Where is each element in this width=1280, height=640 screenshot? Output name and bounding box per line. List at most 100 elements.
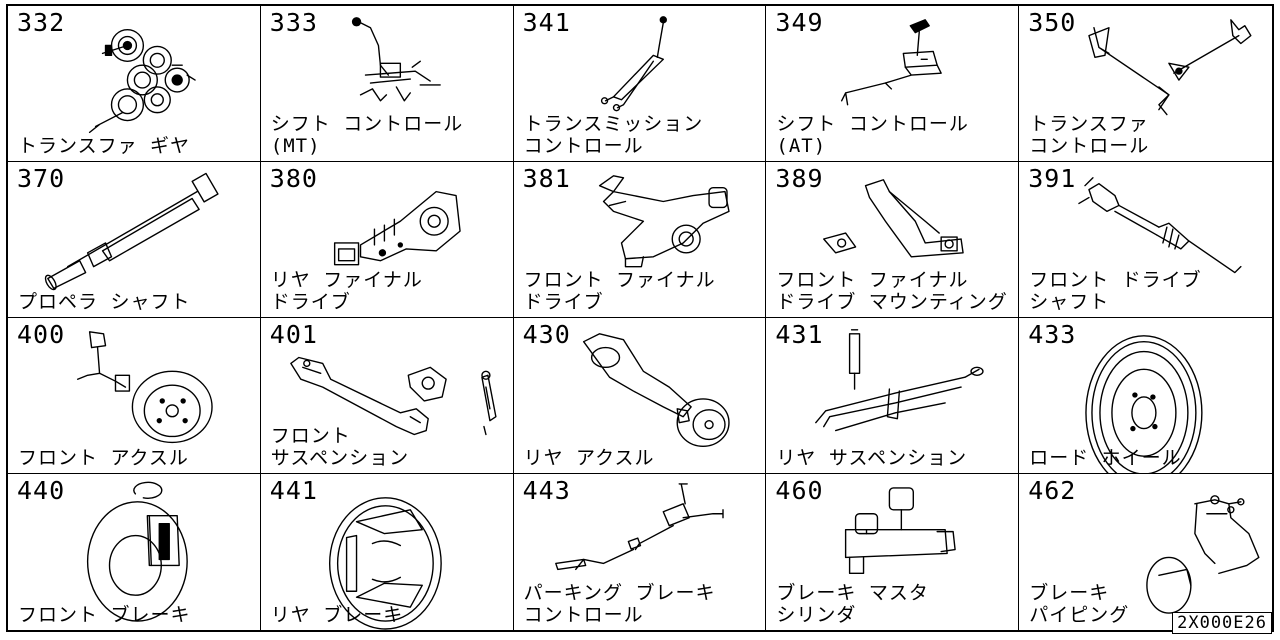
part-label-line: パイピング [1029, 604, 1130, 626]
part-label: フロント ファイナルドライブ [524, 269, 716, 313]
part-label-line: トランスミッション [523, 113, 704, 135]
part-cell-333[interactable]: 333 シフト コントロール(MT) [260, 6, 514, 162]
part-code: 391 [1028, 164, 1077, 193]
part-code: 430 [522, 320, 571, 349]
part-code: 433 [1028, 320, 1077, 349]
part-cell-389[interactable]: 389 フロント ファイナルドライブ マウンティング [766, 162, 1020, 318]
part-label: シフト コントロール(MT) [271, 113, 463, 157]
part-label: ロード ホイール [1029, 447, 1181, 469]
part-label-line: ブレーキ マスタ [776, 582, 929, 604]
part-label-line: ドライブ マウンティング [776, 291, 1008, 313]
part-code: 431 [775, 320, 824, 349]
part-code: 370 [17, 164, 66, 193]
part-code: 381 [522, 164, 571, 193]
part-label: プロペラ シャフト [18, 291, 190, 313]
part-cell-370[interactable]: 370 プロペラ シャフト [8, 162, 261, 318]
propeller-shaft-icon [44, 172, 219, 291]
part-label-line: シフト コントロール [270, 113, 464, 135]
part-code: 350 [1028, 8, 1077, 37]
part-label: フロント ドライブシャフト [1029, 269, 1201, 313]
part-cell-400[interactable]: 400 フロント アクスル [8, 318, 261, 474]
part-code: 401 [269, 320, 318, 349]
front-differential-icon [598, 175, 730, 268]
part-code: 443 [522, 476, 571, 505]
part-code: 389 [775, 164, 824, 193]
part-label: パーキング ブレーキコントロール [524, 582, 716, 626]
part-label: トランスファコントロール [1029, 113, 1149, 157]
part-label-line: ドライブ [270, 291, 351, 313]
part-label-line: シフト コントロール [776, 113, 969, 135]
part-label-line: リヤ サスペンション [776, 447, 968, 469]
part-label-line: プロペラ シャフト [18, 291, 191, 313]
part-label-line: フロント アクスル [18, 447, 189, 469]
part-cell-401[interactable]: 401 フロントサスペンション [260, 318, 514, 474]
part-cell-332[interactable]: 332 トランスファ ギヤ [8, 6, 261, 162]
front-axle-hub-icon [76, 331, 213, 444]
part-code: 440 [17, 476, 66, 505]
part-label-line: リヤ ブレーキ [270, 604, 404, 626]
differential-mount-icon [823, 179, 965, 258]
part-cell-341[interactable]: 341 トランスミッションコントロール [513, 6, 767, 162]
leaf-spring-icon [815, 329, 985, 432]
rear-differential-icon [333, 190, 461, 266]
part-label: トランスファ ギヤ [18, 135, 190, 157]
part-code: 333 [269, 8, 318, 37]
part-label-line: (AT) [776, 135, 827, 157]
part-label-line: サスペンション [270, 447, 410, 469]
part-label: ブレーキ マスタシリンダ [776, 582, 928, 626]
part-label-line: パーキング ブレーキ [523, 582, 716, 604]
part-label: フロント ファイナルドライブ マウンティング [776, 269, 1007, 313]
part-cell-380[interactable]: 380 リヤ ファイナルドライブ [260, 162, 514, 318]
part-label: ブレーキパイピング [1029, 582, 1129, 626]
shift-lever-mt-icon [351, 17, 441, 102]
part-cell-462[interactable]: 462 ブレーキパイピング [1019, 474, 1272, 630]
transfer-control-icon [1088, 19, 1252, 116]
part-label: リヤ サスペンション [776, 447, 967, 469]
drive-shaft-icon [1078, 177, 1242, 274]
part-code: 462 [1028, 476, 1077, 505]
part-label-line: コントロール [523, 135, 644, 157]
part-code: 332 [17, 8, 66, 37]
gear-cluster-icon [88, 29, 196, 134]
part-label-line: フロント ブレーキ [18, 604, 191, 626]
part-cell-440[interactable]: 440 フロント ブレーキ [8, 474, 261, 630]
part-label: トランスミッションコントロール [524, 113, 704, 157]
front-suspension-icon [289, 356, 497, 436]
part-label-line: ブレーキ [1029, 582, 1110, 604]
part-label: リヤ ファイナルドライブ [271, 269, 423, 313]
part-label-line: トランスファ ギヤ [18, 135, 191, 157]
part-label-line: フロント ファイナル [776, 269, 969, 291]
part-label-line: コントロール [1029, 135, 1150, 157]
part-label-line: シャフト [1029, 291, 1110, 313]
part-label: フロント ブレーキ [18, 604, 190, 626]
brake-piping-icon [1146, 495, 1260, 614]
part-label-line: (MT) [270, 135, 321, 157]
part-code: 441 [269, 476, 318, 505]
part-label: フロントサスペンション [271, 425, 409, 469]
parking-brake-cable-icon [554, 483, 724, 571]
part-cell-433[interactable]: 433 ロード ホイール [1019, 318, 1272, 474]
part-label: フロント アクスル [18, 447, 189, 469]
part-cell-391[interactable]: 391 フロント ドライブシャフト [1019, 162, 1272, 318]
part-cell-431[interactable]: 431 リヤ サスペンション [766, 318, 1020, 474]
part-cell-350[interactable]: 350 トランスファコントロール [1019, 6, 1272, 162]
part-cell-381[interactable]: 381 フロント ファイナルドライブ [513, 162, 767, 318]
part-code: 380 [269, 164, 318, 193]
drum-brake-icon [328, 497, 442, 630]
part-label-line: フロント ファイナル [523, 269, 716, 291]
reference-code: 2X000E26 [1172, 612, 1272, 634]
part-code: 341 [522, 8, 571, 37]
road-wheel-icon [1085, 335, 1203, 473]
part-code: 400 [17, 320, 66, 349]
part-label: シフト コントロール(AT) [776, 113, 968, 157]
disc-brake-icon [86, 481, 188, 622]
part-cell-441[interactable]: 441 リヤ ブレーキ [260, 474, 514, 630]
part-cell-443[interactable]: 443 パーキング ブレーキコントロール [513, 474, 767, 630]
part-label-line: シリンダ [776, 604, 857, 626]
part-label-line: フロント [270, 425, 351, 447]
rear-axle-icon [582, 333, 730, 448]
